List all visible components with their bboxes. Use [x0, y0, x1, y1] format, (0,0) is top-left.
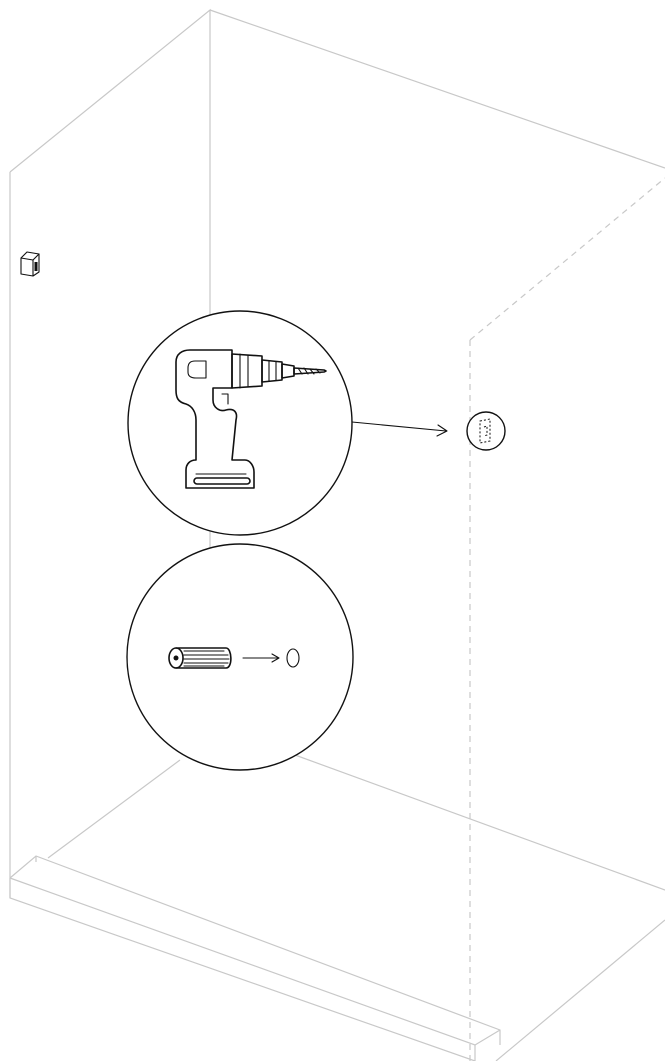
hole-detail-callout: [466, 411, 506, 451]
drill-arrow: [351, 421, 448, 437]
hole-marker-icon: [479, 418, 491, 444]
front-rail: [9, 855, 501, 1061]
dowel-callout: [126, 543, 354, 771]
insert-arrow: [242, 653, 280, 663]
drill-icon: [175, 349, 327, 489]
dowel-icon: [168, 647, 232, 669]
floor-panel-outline: [47, 759, 181, 859]
back-panel-top-edge: [209, 9, 665, 169]
hole-detail-circle: [466, 411, 506, 451]
cam-lock-icon: [20, 251, 40, 277]
dowel-hole-icon: [286, 648, 300, 668]
back-panel-bottom-edge: [294, 754, 665, 891]
right-panel-hidden: [469, 177, 665, 1061]
floor-panel-right-edge: [495, 919, 665, 1061]
drill-callout-circle: [127, 310, 353, 536]
drill-callout: [127, 310, 353, 536]
cabinet-frame: [9, 8, 665, 1061]
dowel-callout-circle: [126, 543, 354, 771]
